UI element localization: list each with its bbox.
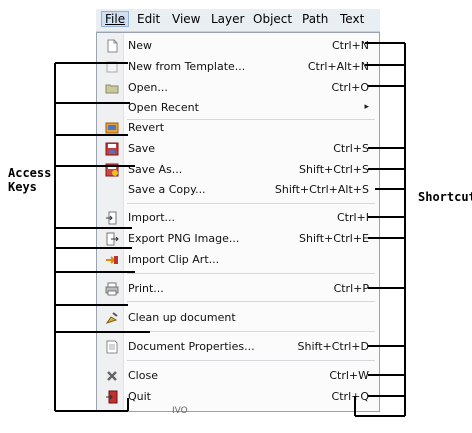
menu-item-new[interactable]: New Ctrl+N [97,36,379,56]
menu-separator [127,301,375,302]
menu-item-revert[interactable]: Revert [97,118,379,138]
access-keys-bracket [54,62,150,412]
clip-art-icon [105,253,119,267]
menu-item-label: Open Recent [128,101,199,114]
menu-item-label: New from Template... [128,60,246,73]
shortcut-label: Shift+Ctrl+E [299,232,369,245]
menu-separator [127,119,375,120]
new-document-icon [105,39,119,53]
access-keys-label: Access Keys [8,166,51,194]
menu-item-document-properties[interactable]: Document Properties... Shift+Ctrl+D [97,337,379,357]
menu-item-label: Close [128,369,158,382]
shortcut-label: Ctrl+P [333,282,369,295]
shortcut-label: Ctrl+N [331,39,369,52]
import-icon [105,211,119,225]
document-properties-icon [105,340,119,354]
menu-item-label: Save [128,142,156,155]
file-menu-dropdown: New Ctrl+N New from Template... Ctrl+Alt… [96,32,380,412]
close-icon [105,369,119,383]
shortcut-label: Ctrl+W [329,369,369,382]
menu-item-label: Revert [128,121,165,134]
shortcut-label: Shift+Ctrl+Alt+S [274,183,369,196]
shortcut-label: Ctrl+Alt+N [307,60,369,73]
menu-item-import-clip-art[interactable]: Import Clip Art... [97,250,379,270]
menu-item-label: Print... [128,282,164,295]
menu-item-export-png[interactable]: Export PNG Image... Shift+Ctrl+E [97,229,379,249]
menu-path[interactable]: Path [302,12,329,26]
menu-item-label: Clean up document [128,311,236,324]
menu-edit[interactable]: Edit [137,12,161,26]
revert-icon [105,121,119,135]
menu-item-save-a-copy[interactable]: Save a Copy... Shift+Ctrl+Alt+S [97,180,379,200]
menu-item-open[interactable]: Open... Ctrl+O [97,78,379,98]
menu-separator [127,331,375,332]
save-icon [105,142,119,156]
menu-separator [127,273,375,274]
shortcut-label: Shift+Ctrl+D [297,340,369,353]
menu-item-close[interactable]: Close Ctrl+W [97,366,379,386]
menu-item-label: Quit [128,390,151,403]
menu-item-new-from-template[interactable]: New from Template... Ctrl+Alt+N [97,57,379,77]
menu-item-open-recent[interactable]: Open Recent ▸ [97,98,379,118]
clean-up-icon [105,311,119,325]
shortcuts-label: Shortcuts [418,190,472,204]
menu-item-label: Document Properties... [128,340,255,353]
menu-item-quit[interactable]: Quit Ctrl+Q [97,387,379,407]
menu-object[interactable]: Object [253,12,293,26]
submenu-arrow-icon: ▸ [364,102,369,112]
shortcut-label: Ctrl+S [333,142,369,155]
menu-item-clean-up[interactable]: Clean up document [97,308,379,328]
shortcut-label: Shift+Ctrl+S [299,163,369,176]
folder-icon [105,81,119,95]
menu-item-label: Import Clip Art... [128,253,220,266]
menu-view[interactable]: View [172,12,201,26]
shortcut-label: Ctrl+O [331,81,369,94]
menu-separator [127,360,375,361]
menu-item-import[interactable]: Import... Ctrl+I [97,208,379,228]
menu-item-label: Export PNG Image... [128,232,240,245]
menu-item-label: Save As... [128,163,183,176]
access-keys-label-line1: Access [8,166,52,180]
menu-item-print[interactable]: Print... Ctrl+P [97,279,379,299]
menu-item-save[interactable]: Save Ctrl+S [97,139,379,159]
menu-item-label: Import... [128,211,175,224]
access-keys-label-line2: Keys [8,180,37,194]
menu-item-label: Open... [128,81,168,94]
menubar: File Edit View Layer Object Path Text [96,9,380,32]
shortcut-label: Ctrl+I [336,211,369,224]
shortcut-label: Ctrl+Q [331,390,369,403]
menu-layer[interactable]: Layer [211,12,245,26]
menu-file[interactable]: File [101,11,130,27]
printer-icon [105,282,119,296]
background-text: IVO [172,406,188,416]
shortcuts-bracket [354,42,406,417]
menu-separator [127,203,375,204]
quit-icon [105,390,119,404]
menu-item-label: New [128,39,152,52]
menu-text[interactable]: Text [340,12,365,26]
menu-item-label: Save a Copy... [128,183,206,196]
export-icon [105,232,119,246]
